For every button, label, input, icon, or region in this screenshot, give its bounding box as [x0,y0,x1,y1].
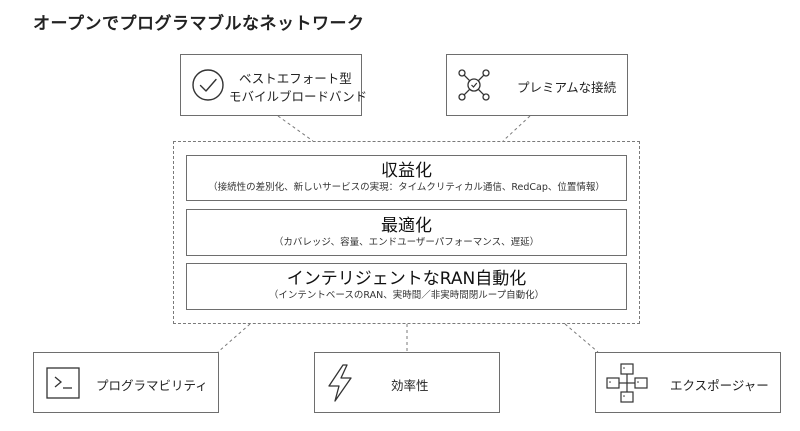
layer-subtitle: （インテントベースのRAN、実時間／非実時間閉ループ自動化） [268,290,545,301]
layer-title: インテリジェントなRAN自動化 [286,269,527,289]
layer-title: 収益化 [381,161,432,181]
box-efficiency: 効率性 [314,352,500,413]
page-title: オープンでプログラマブルなネットワーク [33,14,365,34]
terminal-icon [46,367,80,403]
box-label-line2: モバイルブロードバンド [229,89,368,104]
layer-title: 最適化 [381,216,432,236]
box-premium-connectivity: プレミアムな接続 [446,54,628,116]
box-label: プレミアムな接続 [517,80,617,95]
box-programmability: プログラマビリティ [33,352,219,413]
box-label: プログラマビリティ [96,378,208,393]
box-label: 効率性 [391,378,429,393]
layer-ran-automation: インテリジェントなRAN自動化 （インテントベースのRAN、実時間／非実時間閉ル… [186,263,627,310]
box-label-line1: ベストエフォート型 [239,71,352,86]
lightning-bolt-icon [325,363,355,407]
box-exposure: エクスポージャー [595,352,781,413]
box-best-effort-broadband: ベストエフォート型 モバイルブロードバンド [180,54,367,116]
checkmark-circle-icon [191,68,225,106]
layer-monetization: 収益化 （接続性の差別化、新しいサービスの実現：タイムクリティカル通信、RedC… [186,155,627,201]
node-diagram-icon [606,363,648,407]
box-label: エクスポージャー [670,378,769,393]
layer-optimization: 最適化 （カバレッジ、容量、エンドユーザーパフォーマンス、遅延） [186,209,627,256]
capabilities-frame [173,141,640,324]
layer-subtitle: （カバレッジ、容量、エンドユーザーパフォーマンス、遅延） [273,237,540,248]
layer-subtitle: （接続性の差別化、新しいサービスの実現：タイムクリティカル通信、RedCap、位… [208,182,605,193]
network-hub-icon [456,67,492,107]
